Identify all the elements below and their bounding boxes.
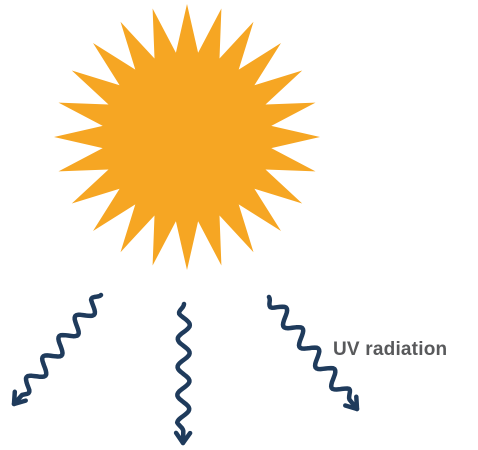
wavy-arrow-icon-left [11,292,104,407]
wavy-arrow-icon-right [266,294,360,412]
wave-right [266,294,360,412]
uv-radiation-label: UV radiation [333,339,448,360]
sun-icon [54,4,320,270]
arrowhead-left [11,389,28,407]
uv-arrows [11,292,360,446]
arrowhead-right [343,394,360,412]
wave-left [11,292,104,407]
arrowhead-middle [173,430,193,446]
wavy-arrow-icon-middle [173,301,193,446]
wave-middle [174,301,193,446]
sun-rays [54,4,320,270]
